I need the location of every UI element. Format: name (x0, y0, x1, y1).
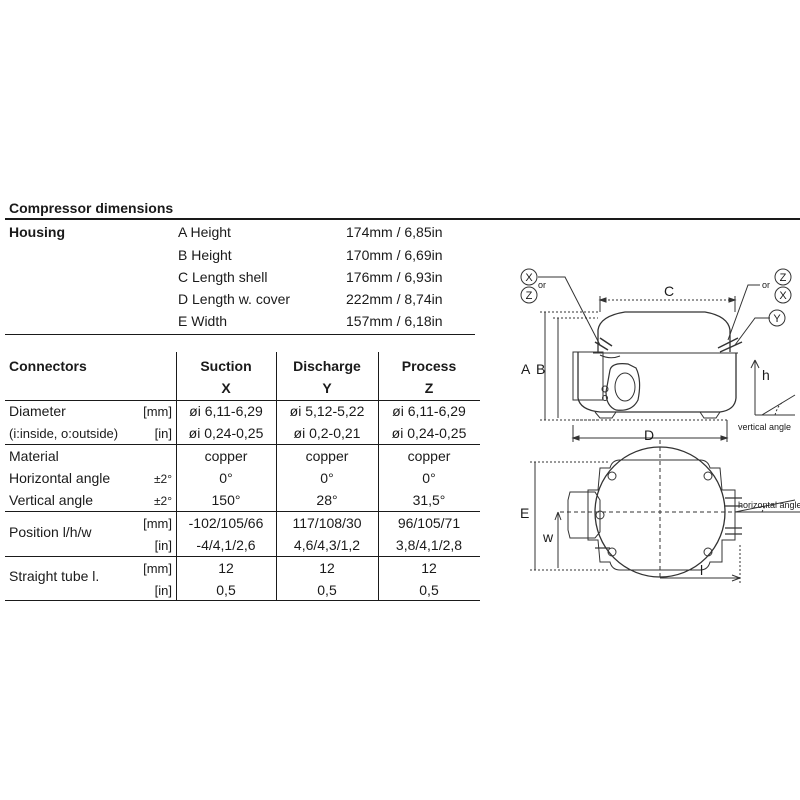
table-cell: 0° (320, 470, 334, 486)
table-cell: -102/105/66 (188, 515, 264, 531)
table-cell: øi 6,11-6,29 (189, 403, 263, 419)
table-cell: 0,5 (317, 582, 337, 598)
row-label-diameter-note: (i:inside, o:outside) (9, 426, 119, 441)
table-cell: øi 5,12-5,22 (289, 403, 365, 419)
row-divider (5, 511, 480, 512)
row-divider (5, 600, 480, 601)
table-cell: 12 (218, 560, 234, 576)
row-unit: ±2° (153, 494, 172, 508)
column-code-z: Z (424, 380, 434, 396)
table-cell: 117/108/30 (292, 515, 362, 531)
column-code-y: Y (322, 380, 332, 396)
dim-label-c: C (664, 283, 674, 299)
table-cell: 0° (219, 470, 233, 486)
callout-or-left: or (538, 280, 546, 290)
row-divider (5, 444, 480, 445)
row-label-vertical-angle: Vertical angle (9, 492, 94, 508)
callout-z-left: Z (526, 290, 533, 302)
housing-row-name: E Width (178, 313, 228, 329)
table-cell: 12 (319, 560, 335, 576)
table-cell: 0,5 (419, 582, 439, 598)
vertical-angle-label: vertical angle (738, 422, 791, 432)
table-cell: øi 0,2-0,21 (293, 425, 361, 441)
row-label-material: Material (9, 448, 59, 464)
housing-row-value: 222mm / 8,74in (346, 291, 443, 307)
table-cell: 4,6/4,3/1,2 (293, 537, 361, 553)
callout-y: Y (773, 313, 781, 325)
housing-row-value: 174mm / 6,85in (346, 224, 443, 240)
title-divider (5, 218, 800, 220)
dim-label-h: h (762, 367, 770, 383)
table-cell: -4/4,1/2,6 (196, 537, 256, 553)
dim-label-d: D (644, 427, 654, 443)
column-divider (276, 352, 277, 600)
table-cell: 150° (211, 492, 241, 508)
callout-x-left: X (525, 272, 533, 284)
row-divider (5, 556, 480, 557)
row-label-horizontal-angle: Horizontal angle (9, 470, 111, 486)
housing-row-name: A Height (178, 224, 231, 240)
table-cell: øi 0,24-0,25 (188, 425, 264, 441)
table-cell: 12 (421, 560, 437, 576)
table-cell: 28° (316, 492, 338, 508)
row-label-position: Position l/h/w (9, 524, 92, 540)
housing-row-name: D Length w. cover (178, 291, 291, 307)
housing-row-value: 176mm / 6,93in (346, 269, 443, 285)
column-header-discharge: Discharge (293, 358, 361, 374)
column-header-process: Process (401, 358, 457, 374)
callout-or-right: or (762, 280, 770, 290)
dim-label-e: E (520, 505, 529, 521)
table-cell: øi 6,11-6,29 (392, 403, 466, 419)
callout-x-right: X (779, 290, 787, 302)
connectors-label: Connectors (9, 358, 87, 374)
row-label-straight-tube: Straight tube l. (9, 568, 100, 584)
table-cell: 0,5 (216, 582, 236, 598)
row-unit: [mm] (143, 516, 172, 531)
housing-row-name: C Length shell (178, 269, 268, 285)
table-cell: copper (407, 448, 451, 464)
horizontal-angle-label: horizontal angle (738, 500, 800, 510)
row-unit: [in] (154, 538, 172, 553)
top-view-drawing (530, 440, 800, 585)
housing-row-value: 157mm / 6,18in (346, 313, 443, 329)
table-cell: copper (305, 448, 349, 464)
column-divider (176, 352, 177, 600)
dim-label-l: l (700, 562, 703, 578)
table-cell: 0° (422, 470, 436, 486)
side-view-drawing (520, 268, 796, 442)
row-unit: [mm] (143, 561, 172, 576)
dim-label-a: A (521, 361, 531, 377)
table-cell: 31,5° (412, 492, 446, 508)
dim-label-b: B (536, 361, 545, 377)
table-cell: 96/105/71 (397, 515, 461, 531)
housing-label: Housing (9, 224, 65, 240)
row-unit: [in] (154, 426, 172, 441)
row-unit: [in] (154, 583, 172, 598)
column-divider (378, 352, 379, 600)
section-title: Compressor dimensions (9, 200, 174, 216)
row-unit: ±2° (153, 472, 172, 486)
row-unit: [mm] (143, 404, 172, 419)
housing-row-value: 170mm / 6,69in (346, 247, 443, 263)
column-code-x: X (221, 380, 231, 396)
column-header-suction: Suction (200, 358, 252, 374)
housing-divider (5, 334, 475, 335)
callout-z-right: Z (780, 272, 787, 284)
row-label-diameter: Diameter (9, 403, 66, 419)
housing-row-name: B Height (178, 247, 232, 263)
row-divider (5, 400, 480, 401)
table-cell: 3,8/4,1/2,8 (395, 537, 463, 553)
table-cell: øi 0,24-0,25 (391, 425, 467, 441)
table-cell: copper (204, 448, 248, 464)
dim-label-w: w (542, 529, 554, 545)
